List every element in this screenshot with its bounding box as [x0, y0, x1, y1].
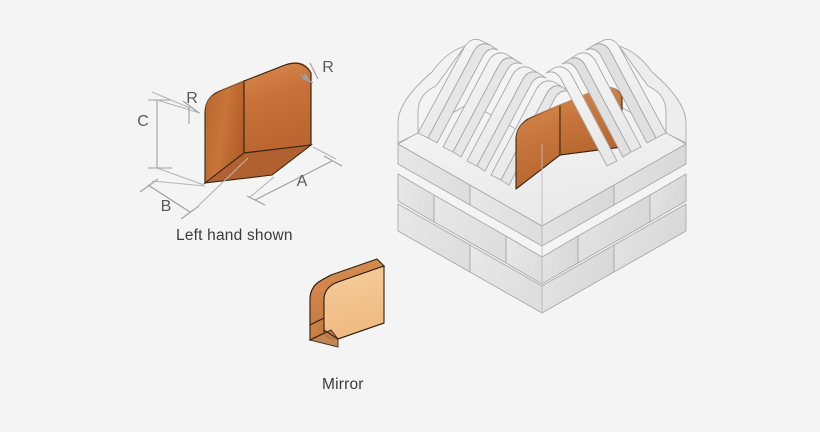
dim-label-r-near: R — [186, 90, 198, 107]
wall-brick-right-b2 — [613, 203, 687, 273]
bullnose-l1-side — [427, 43, 499, 144]
dim-r2-tick — [309, 62, 319, 80]
dim-a-ext-2 — [312, 146, 337, 160]
wall-bullnose-right-arm — [545, 38, 687, 167]
dim-label-c: C — [137, 113, 149, 130]
dim-a-tick-2 — [323, 155, 343, 167]
dim-label-r-far: R — [322, 59, 334, 76]
main-brick-front-face — [243, 62, 312, 154]
caption-mirror: Mirror — [322, 376, 364, 393]
corner-wall-group — [397, 38, 687, 314]
wall-course-bottom — [397, 203, 687, 314]
bullnose-l3-side — [476, 71, 547, 172]
bullnose-left-endcap — [397, 45, 466, 144]
dim-r1-tick — [182, 100, 200, 114]
wall-brick-right-m3 — [649, 173, 687, 223]
dim-b-line — [147, 184, 191, 213]
bullnose-r3 — [545, 66, 618, 167]
caption-left-hand-shown: Left hand shown — [176, 227, 293, 244]
bullnose-l2-side — [452, 57, 523, 158]
dim-a-ext-1 — [248, 176, 275, 199]
bullnose-right-endcap — [618, 45, 687, 144]
mirror-brick-bottom-line — [323, 322, 385, 340]
dim-c-ext-bottom — [156, 167, 205, 186]
dim-b-ext-2 — [194, 157, 249, 210]
bullnose-r2-side — [561, 57, 632, 158]
dim-c-ext-top — [156, 99, 201, 114]
dim-r2-arrowhead — [302, 73, 312, 83]
dimension-labels-group: C B A R R — [137, 59, 334, 215]
main-brick-group — [203, 62, 313, 185]
dim-b-ext-1 — [151, 180, 206, 187]
dim-label-a: A — [297, 173, 308, 190]
dim-r1-leader — [151, 91, 191, 109]
mirror-brick-group — [308, 258, 386, 348]
dim-a-line — [254, 160, 333, 201]
dimension-lines-group — [139, 62, 343, 220]
dim-label-b: B — [161, 198, 172, 215]
wall-course-middle — [397, 173, 687, 285]
bullnose-r1-side — [585, 43, 657, 144]
